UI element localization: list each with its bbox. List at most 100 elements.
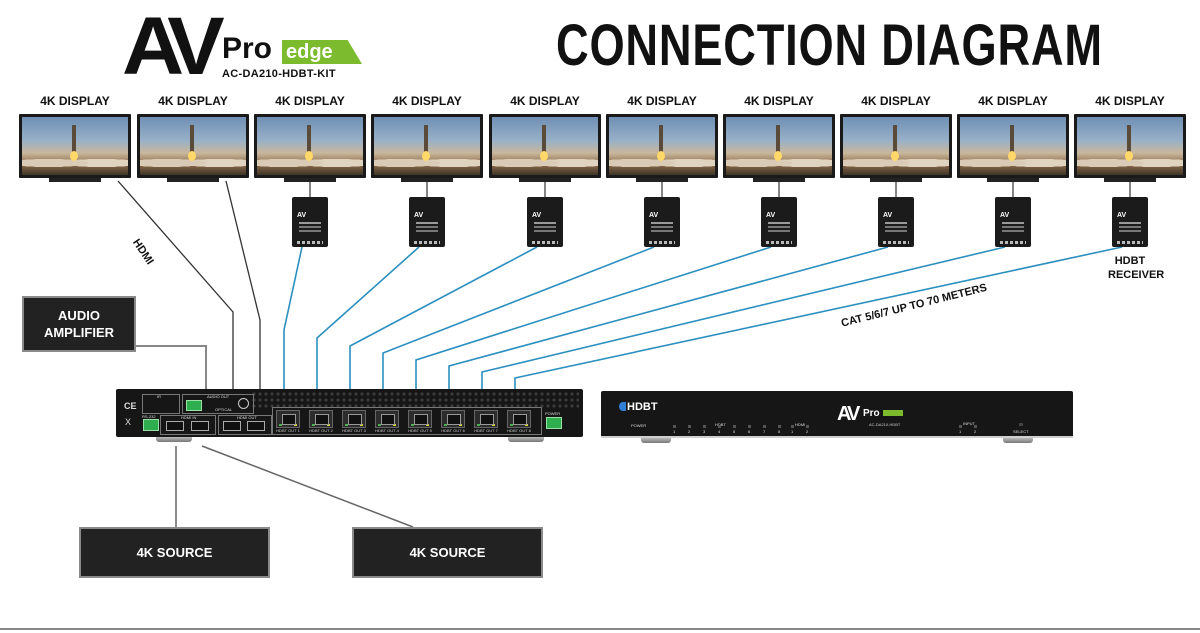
- flame-shape: [1008, 151, 1016, 161]
- rocket-shape: [1127, 125, 1131, 155]
- hdbt-led-1: [673, 425, 676, 428]
- front-hdbt-label: HDBT: [715, 422, 726, 427]
- hdbt-out-port-6[interactable]: [441, 410, 465, 428]
- optical-label: OPTICAL: [215, 407, 233, 412]
- receiver-ports: [1000, 241, 1026, 244]
- display-8: [840, 114, 952, 182]
- hdbt-led-3: [703, 425, 706, 428]
- rs232-terminal[interactable]: [143, 419, 159, 431]
- hdbt-out-label-4: HDBT OUT 4: [375, 428, 399, 433]
- receiver-logo: AV: [532, 212, 542, 219]
- rocket-launch-image: [22, 117, 128, 175]
- source-box-1-label: 4K SOURCE: [136, 545, 213, 560]
- receiver-logo: AV: [649, 212, 659, 219]
- source-cable-2: [201, 445, 414, 528]
- hdbt-led-number-4: 4: [718, 429, 721, 434]
- smoke-shape: [1077, 155, 1183, 171]
- display-label-8: 4K DISPLAY: [861, 94, 931, 108]
- display-label-6: 4K DISPLAY: [627, 94, 697, 108]
- hdbt-led-number-2: 2: [688, 429, 691, 434]
- display-5: [489, 114, 601, 182]
- hdbaset-logo-text: HDBT: [627, 401, 658, 413]
- hdmi-in-port-1[interactable]: [166, 421, 184, 431]
- smoke-shape: [843, 155, 949, 171]
- rocket-shape: [776, 125, 780, 155]
- weee-icon: X: [125, 417, 132, 427]
- display-screen: [957, 114, 1069, 178]
- flame-shape: [422, 151, 430, 161]
- display-label-10: 4K DISPLAY: [1095, 94, 1165, 108]
- flame-shape: [774, 151, 782, 161]
- link-led: [477, 424, 480, 426]
- front-logo-pro: Pro: [863, 408, 880, 419]
- hdbt-led-5: [733, 425, 736, 428]
- display-1: [19, 114, 131, 182]
- receiver-ports: [297, 241, 323, 244]
- activity-led: [294, 424, 297, 426]
- hdbaset-logo: HDBT: [619, 401, 658, 413]
- front-hdmi-label: HDMI: [795, 422, 806, 427]
- rocket-shape: [307, 125, 311, 155]
- hdmi-out-port-2[interactable]: [247, 421, 265, 431]
- front-foot-right: [1003, 438, 1033, 443]
- rocket-launch-image: [492, 117, 598, 175]
- power-terminal[interactable]: [546, 417, 562, 429]
- rocket-launch-image: [257, 117, 363, 175]
- ir-panel: IR: [142, 394, 180, 414]
- flame-shape: [305, 151, 313, 161]
- activity-led: [327, 424, 330, 426]
- receiver-logo: AV: [1117, 212, 1127, 219]
- display-label-1: 4K DISPLAY: [40, 94, 110, 108]
- hdbt-out-port-3[interactable]: [342, 410, 366, 428]
- hdbt-out-port-1[interactable]: [276, 410, 300, 428]
- input-led-2: [974, 425, 977, 428]
- link-led: [345, 424, 348, 426]
- hdmi-cable-2: [225, 180, 261, 390]
- hdbt-out-port-8[interactable]: [507, 410, 531, 428]
- display-screen: [1074, 114, 1186, 178]
- smoke-shape: [492, 155, 598, 171]
- hdbt-out-port-2[interactable]: [309, 410, 333, 428]
- receiver-logo: AV: [297, 212, 307, 219]
- hdbt-led-4: [718, 425, 721, 428]
- hdbt-receiver-8: AV: [1112, 197, 1148, 247]
- smoke-shape: [726, 155, 832, 171]
- hdbt-cable-3: [349, 246, 538, 410]
- hdmi-led-number-2: 2: [806, 429, 809, 434]
- activity-led: [525, 424, 528, 426]
- display-6: [606, 114, 718, 182]
- hdbt-led-number-6: 6: [748, 429, 751, 434]
- hdmi-led-1: [791, 425, 794, 428]
- rocket-shape: [1010, 125, 1014, 155]
- rocket-shape: [542, 125, 546, 155]
- hdbt-receiver-2: AV: [409, 197, 445, 247]
- hdbt-out-port-7[interactable]: [474, 410, 498, 428]
- hdbt-receiver-4: AV: [644, 197, 680, 247]
- audio-out-terminal[interactable]: [186, 400, 202, 411]
- hdbt-receiver-3: AV: [527, 197, 563, 247]
- hdbt-led-number-5: 5: [733, 429, 736, 434]
- rocket-launch-image: [843, 117, 949, 175]
- display-screen: [606, 114, 718, 178]
- hdbt-out-port-5[interactable]: [408, 410, 432, 428]
- hdbt-out-port-4[interactable]: [375, 410, 399, 428]
- hdmi-led-2: [806, 425, 809, 428]
- receiver-logo: AV: [766, 212, 776, 219]
- display-screen: [840, 114, 952, 178]
- hdmi-out-port-1[interactable]: [223, 421, 241, 431]
- hdbt-led-number-3: 3: [703, 429, 706, 434]
- flame-shape: [891, 151, 899, 161]
- hdbt-cable-4: [382, 246, 655, 410]
- logo-av: AV: [122, 1, 225, 92]
- hdbt-receiver-5: AV: [761, 197, 797, 247]
- rocket-shape: [659, 125, 663, 155]
- hdmi-in-port-2[interactable]: [191, 421, 209, 431]
- hdmi-cable-1: [117, 180, 234, 390]
- receiver-text-lines: [1002, 222, 1024, 224]
- display-4: [371, 114, 483, 182]
- activity-led: [360, 424, 363, 426]
- optical-port[interactable]: [238, 398, 249, 409]
- display-2: [137, 114, 249, 182]
- hdmi-led-number-1: 1: [791, 429, 794, 434]
- select-button[interactable]: [1019, 423, 1023, 426]
